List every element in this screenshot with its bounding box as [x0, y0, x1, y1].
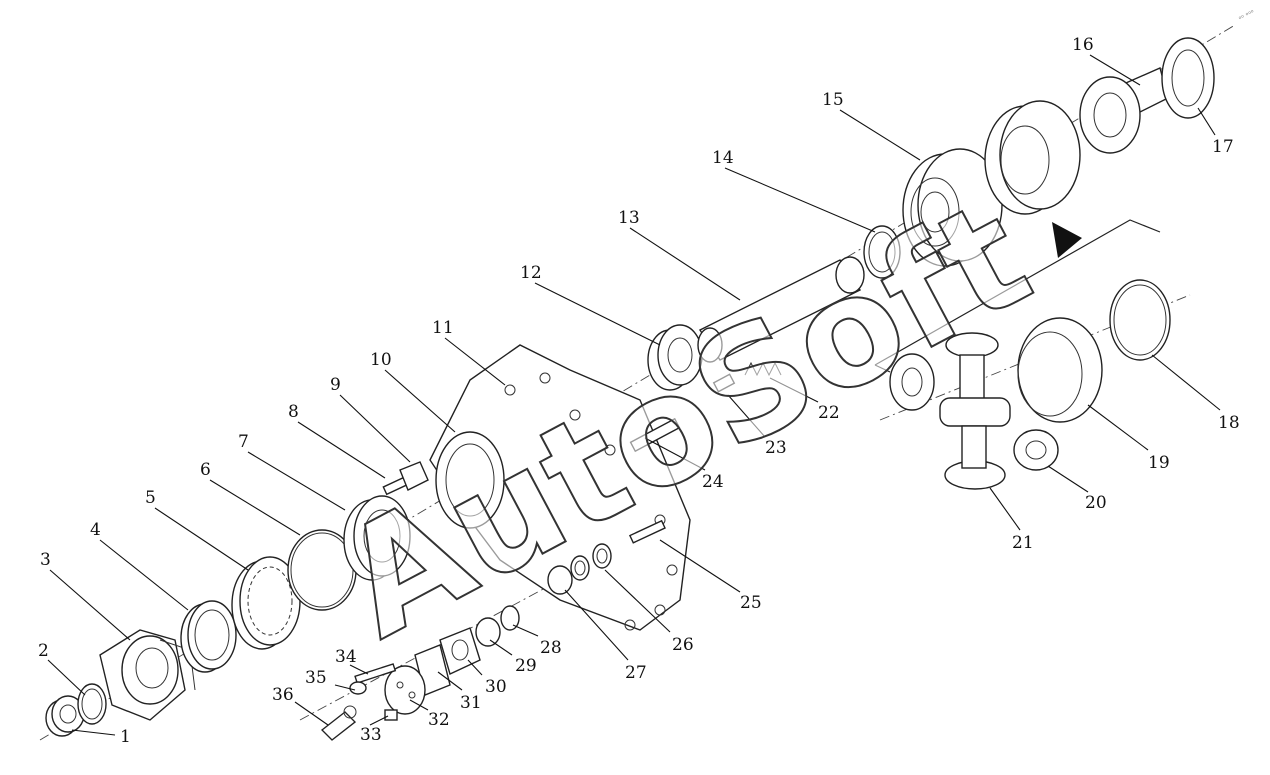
part-26-27-plugs: [547, 543, 612, 595]
callout-20: 20: [1085, 493, 1107, 513]
part-19-outer-race: [1017, 317, 1103, 423]
callout-32: 32: [428, 710, 450, 730]
callout-29: 29: [515, 656, 537, 676]
bearing-shell: [984, 100, 1081, 215]
callout-15: 15: [822, 90, 844, 110]
part-21-cross-spider: [889, 332, 1011, 490]
callout-26: 26: [672, 635, 694, 655]
part-5-gear-ring: [231, 556, 301, 650]
callout-8: 8: [288, 402, 299, 422]
callout-2: 2: [38, 641, 49, 661]
callout-24: 24: [702, 472, 724, 492]
callout-6: 6: [200, 460, 211, 480]
callout-25: 25: [740, 593, 762, 613]
part-33-36-fasteners: [320, 663, 398, 741]
part-23-24-pins: [629, 373, 736, 453]
callout-35: 35: [305, 668, 327, 688]
callout-13: 13: [618, 208, 640, 228]
part-16-sleeve: [1079, 67, 1169, 154]
part-22-spring: [744, 361, 782, 377]
callout-11: 11: [432, 318, 454, 338]
callout-22: 22: [818, 403, 840, 423]
callout-27: 27: [625, 663, 647, 683]
callout-21: 21: [1012, 533, 1034, 553]
part-20-spider-cap: [1013, 429, 1059, 471]
callout-34: 34: [335, 647, 357, 667]
callout-3: 3: [40, 550, 51, 570]
callout-28: 28: [540, 638, 562, 658]
part-17-seal: [1161, 37, 1215, 119]
callout-labels: 1 2 3 4 5 6 7 8 9 10 11 12 13 14 15 16 1…: [38, 35, 1240, 747]
callout-16: 16: [1072, 35, 1094, 55]
callout-1: 1: [120, 727, 131, 747]
part-7-bearing-cup: [343, 495, 411, 581]
callout-31: 31: [460, 693, 482, 713]
part-9-lock-plate: [399, 461, 429, 491]
part-25-bolt: [628, 519, 666, 544]
callout-30: 30: [485, 677, 507, 697]
part-15-bearing: [902, 148, 1003, 267]
callout-10: 10: [370, 350, 392, 370]
subassembly-bracket: [874, 219, 1161, 373]
callout-23: 23: [765, 438, 787, 458]
leader-lines: [47, 54, 1221, 736]
callout-12: 12: [520, 263, 542, 283]
callout-9: 9: [330, 375, 341, 395]
callout-19: 19: [1148, 453, 1170, 473]
part-28-32-pump: [384, 605, 520, 715]
callout-17: 17: [1212, 137, 1234, 157]
part-13-shaft: [697, 256, 865, 363]
callout-7: 7: [238, 432, 249, 452]
part-2-washer: [77, 683, 107, 725]
part-14-spacer-ring: [863, 225, 901, 279]
part-4-seal: [180, 600, 237, 673]
callout-36: 36: [272, 685, 294, 705]
part-10-11-housing: [429, 344, 691, 631]
callout-4: 4: [90, 520, 101, 540]
callout-33: 33: [360, 725, 382, 745]
callout-18: 18: [1218, 413, 1240, 433]
part-18-cup-ring: [1109, 279, 1171, 361]
corner-mark: ᵒᵒ ᵒᵒᵒ: [1238, 8, 1257, 23]
part-3-flange: [99, 629, 196, 721]
direction-arrow-icon: [1052, 222, 1082, 258]
callout-5: 5: [145, 488, 156, 508]
callout-14: 14: [712, 148, 734, 168]
